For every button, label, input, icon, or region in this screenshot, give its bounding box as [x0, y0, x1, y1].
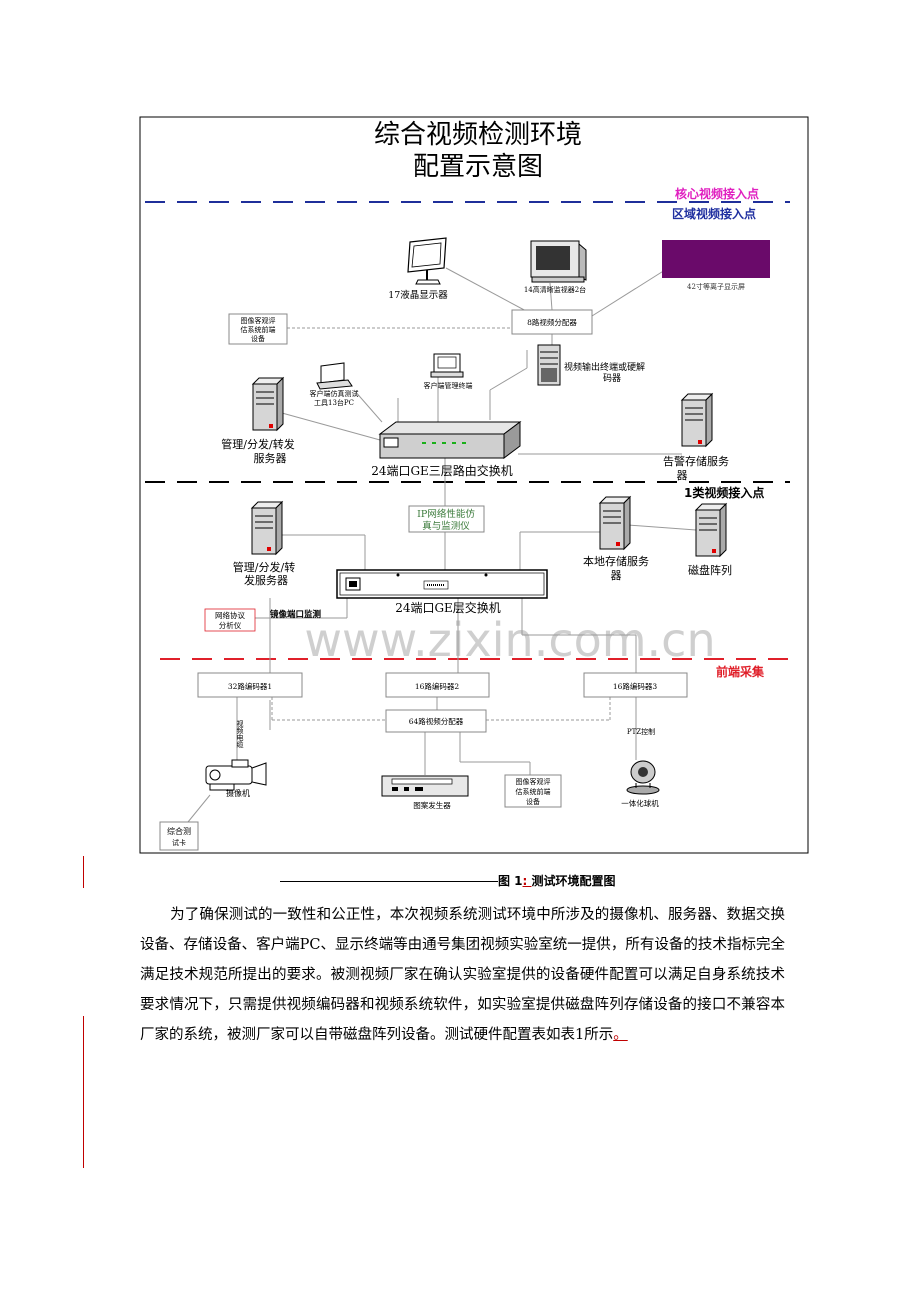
class1-access-label: 1类视频接入点: [684, 485, 764, 500]
image-eval-top-l1: 图像客观评: [241, 316, 276, 325]
encoder32-label: 32路编码器1: [228, 681, 272, 691]
splitter8-label: 8路视频分配器: [527, 317, 577, 327]
lcd-monitor-label: 17液晶显示器: [388, 289, 448, 301]
image-eval-bottom-l1: 图像客观评: [516, 777, 551, 786]
plasma-screen-label: 42寸等离子显示屏: [687, 282, 745, 291]
connection-lines: [187, 267, 697, 823]
encoder16-3-box: [583, 672, 688, 698]
caption-prefix: 图 1: [498, 874, 523, 888]
ge-switch-icon: [336, 569, 548, 599]
diagram-title-line1: 综合视频检测环境: [374, 120, 582, 150]
test-card-l1: 综合测: [167, 826, 191, 836]
dome-camera-icon: [626, 760, 660, 795]
revision-bar-top: [83, 856, 84, 888]
revision-bar-bottom: [83, 1016, 84, 1168]
mgmt-server-top-l1: 管理/分发/转发: [221, 437, 294, 451]
splitter64-label: 64路视频分配器: [409, 716, 464, 726]
diagram-title-line2: 配置示意图: [413, 152, 543, 182]
protocol-analyzer-l1: 网络协议: [215, 610, 245, 620]
video-camera-icon: [205, 759, 267, 791]
l3-switch-label: 24端口GE三层路由交换机: [371, 463, 513, 478]
decoder-label-l2: 码器: [603, 373, 621, 384]
l3-switch-icon: [378, 421, 522, 459]
camera-label: 摄像机: [226, 788, 250, 798]
mgmt-server-top-l2: 服务器: [254, 452, 287, 465]
local-storage-l1: 本地存储服务: [583, 554, 649, 568]
mgmt-server-mid-l2: 发服务器: [244, 573, 288, 587]
protocol-analyzer-l2: 分析仪: [219, 620, 242, 630]
image-eval-bottom-l2: 估系统前端: [516, 787, 551, 796]
pattern-generator-label: 图案发生器: [413, 800, 451, 810]
disk-array-icon: [694, 502, 728, 558]
alarm-storage-l1: 告警存储服务: [663, 454, 729, 468]
caption-revision-mark: :: [522, 874, 532, 888]
client-sim-l2: 工具13台PC: [314, 398, 354, 407]
configuration-diagram: www.zixin.com.cn 综合视频检测环境 配置示意图 核心视频接入点 …: [139, 116, 809, 854]
image-eval-top-box: [228, 313, 288, 345]
diagram-frame: [139, 116, 809, 854]
ip-simulator-l2: 真与监测仪: [422, 520, 470, 532]
hd-monitor-label: 14高清晰监视器2台: [524, 285, 586, 294]
image-eval-top-l2: 估系统前端: [241, 325, 276, 334]
lcd-monitor-icon: [407, 237, 447, 285]
ip-simulator-box: [408, 505, 485, 533]
core-access-label: 核心视频接入点: [675, 186, 759, 201]
mgmt-server-mid-l1: 管理/分发/转: [233, 560, 295, 574]
splitter8-box: [511, 309, 593, 335]
test-card-l2: 试卡: [172, 838, 186, 847]
image-eval-bottom-box: [504, 774, 562, 808]
encoder16-3-label: 16路编码器3: [613, 681, 658, 691]
ptz-control-label: PTZ控制: [627, 727, 655, 736]
front-end-label: 前端采集: [716, 664, 765, 679]
image-eval-top-l3: 设备: [251, 334, 265, 343]
body-paragraph: 为了确保测试的一致性和公正性，本次视频系统测试环境中所涉及的摄像机、服务器、数据…: [140, 900, 785, 1050]
coax-cable-label: 视频电缆: [236, 719, 244, 749]
caption-rule: [280, 881, 498, 882]
mgmt-server-top-icon: [251, 376, 285, 432]
encoder16-2-box: [385, 672, 490, 698]
figure-caption: 图 1: 测试环境配置图: [498, 872, 616, 889]
mirror-monitor-label: 镜像端口监测: [270, 609, 322, 620]
ip-simulator-l1: IP网络性能仿: [417, 508, 475, 520]
disk-array-label: 磁盘阵列: [688, 563, 732, 577]
paragraph-text: 为了确保测试的一致性和公正性，本次视频系统测试环境中所涉及的摄像机、服务器、数据…: [140, 907, 785, 1043]
local-storage-l2: 器: [611, 569, 622, 582]
client-mgmt-label: 客户端管理终端: [424, 381, 473, 390]
alarm-storage-server-icon: [680, 392, 714, 448]
encoder32-box: [197, 672, 303, 698]
splitter64-box: [385, 709, 487, 733]
mgmt-server-mid-icon: [250, 500, 284, 556]
decoder-label-l1: 视频输出终端或硬解: [564, 361, 645, 373]
plasma-screen-icon: [662, 240, 770, 278]
laptop-icon: [316, 362, 353, 390]
encoder16-2-label: 16路编码器2: [415, 681, 460, 691]
alarm-storage-l2: 器: [677, 469, 688, 482]
dome-camera-label: 一体化球机: [621, 798, 659, 808]
ge-switch-label: 24端口GE层交换机: [395, 600, 501, 615]
test-card-box: [159, 821, 199, 851]
local-storage-server-icon: [598, 495, 632, 551]
paragraph-tail-mark: 。: [613, 1027, 628, 1043]
decoder-tower-icon: [537, 344, 561, 386]
client-sim-l1: 客户端仿真测试: [310, 389, 359, 398]
hd-monitor-icon: [530, 240, 587, 283]
caption-text: 测试环境配置图: [531, 874, 616, 888]
image-eval-bottom-l3: 设备: [526, 797, 540, 806]
client-terminal-icon: [430, 353, 464, 378]
protocol-analyzer-box: [204, 608, 256, 632]
pattern-generator-icon: [381, 775, 469, 797]
regional-access-label: 区域视频接入点: [672, 206, 756, 221]
